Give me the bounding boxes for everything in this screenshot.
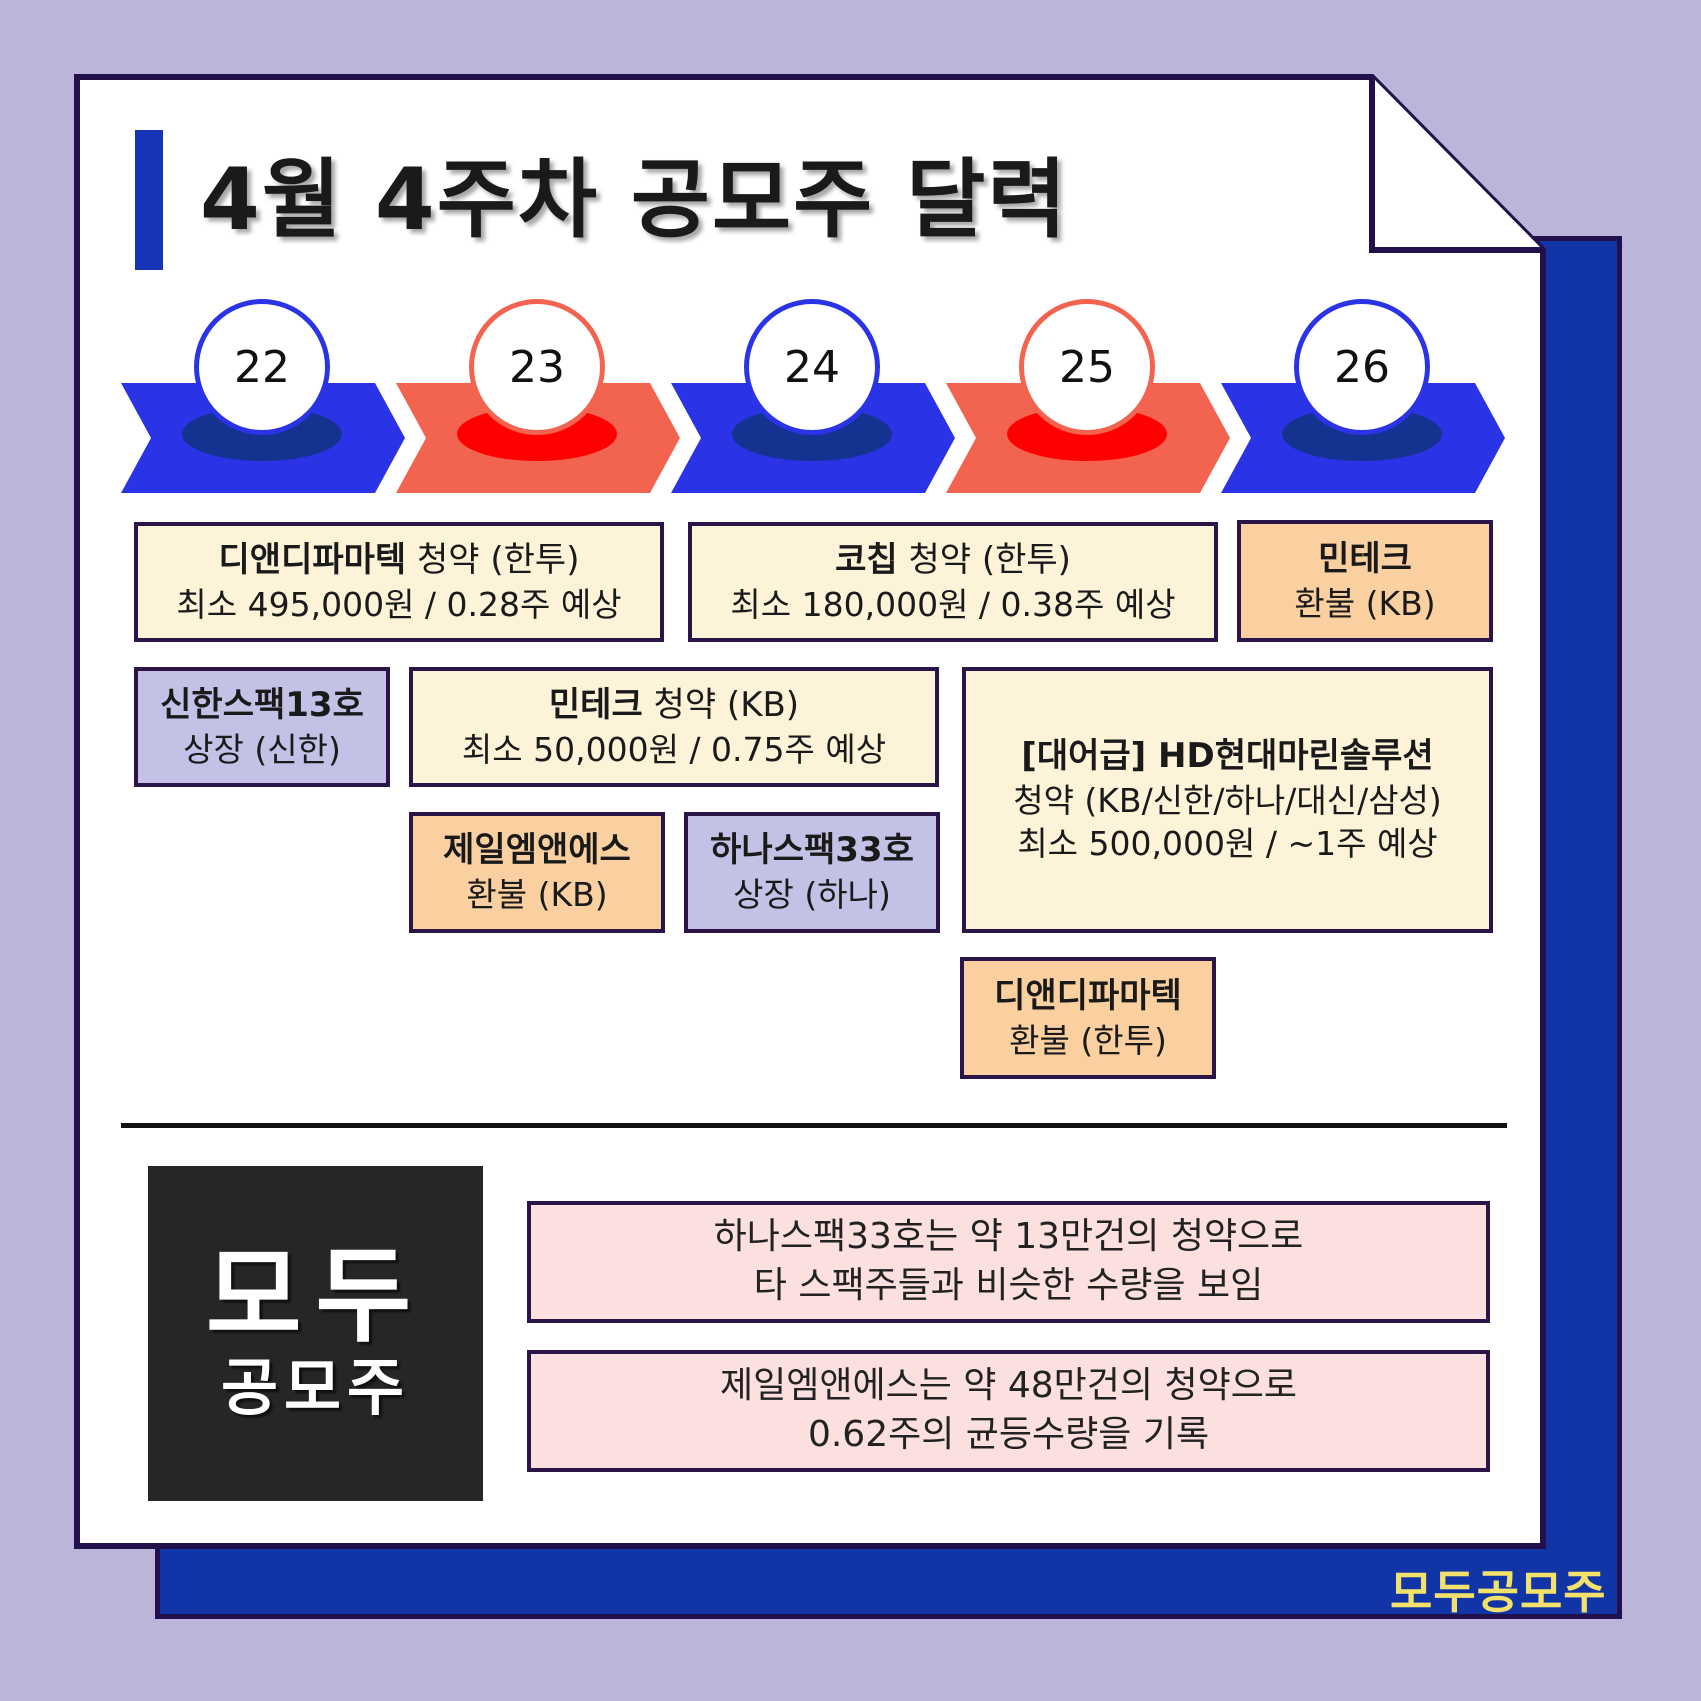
- event-type: 청약 (한투): [406, 539, 580, 580]
- note-line: 하나스팩33호는 약 13만건의 청약으로: [713, 1216, 1304, 1258]
- folded-corner: [1369, 77, 1543, 253]
- page-title: 4월 4주차 공모주 달력: [200, 150, 1069, 250]
- event-name: 코칩: [835, 539, 898, 580]
- event-detail: 환불 (KB): [466, 875, 608, 915]
- event-shinhan-spac-listing: 신한스팩13호 상장 (신한): [134, 667, 390, 787]
- event-detail: 최소 500,000원 / ~1주 예상: [1017, 824, 1438, 864]
- day-circle-3: 24: [744, 299, 880, 435]
- brand-watermark: 모두공모주: [1390, 1565, 1607, 1619]
- event-jeil-refund: 제일엠앤에스 환불 (KB): [409, 812, 665, 933]
- event-name: 민테크: [1318, 538, 1412, 579]
- event-detail: 최소 180,000원 / 0.38주 예상: [730, 584, 1176, 624]
- title-accent-bar: [135, 130, 163, 270]
- section-divider: [121, 1123, 1507, 1128]
- event-detail: 최소 50,000원 / 0.75주 예상: [461, 729, 887, 769]
- note-line: 제일엠앤에스는 약 48만건의 청약으로: [720, 1365, 1297, 1407]
- event-name: 디앤디파마텍: [218, 539, 407, 580]
- day-circle-4: 25: [1019, 299, 1155, 435]
- logo: 모두 공모주: [148, 1166, 483, 1501]
- day-circle-2: 23: [469, 299, 605, 435]
- event-detail: 상장 (하나): [733, 875, 891, 915]
- logo-text-sub: 공모주: [220, 1350, 411, 1424]
- event-hd-hyundai-subscription: [대어급] HD현대마린솔루션 청약 (KB/신한/하나/대신/삼성) 최소 5…: [962, 667, 1493, 933]
- event-name: 제일엠앤에스: [443, 830, 631, 871]
- event-type: 청약 (한투): [897, 539, 1071, 580]
- timeline-chevrons: [121, 383, 1505, 493]
- event-detail: 최소 495,000원 / 0.28주 예상: [176, 584, 622, 624]
- event-detail: 환불 (KB): [1294, 583, 1436, 623]
- event-dnd-refund: 디앤디파마텍 환불 (한투): [960, 957, 1216, 1079]
- event-kochip-subscription: 코칩 청약 (한투) 최소 180,000원 / 0.38주 예상: [688, 522, 1218, 642]
- event-name: 신한스팩13호: [160, 684, 364, 725]
- event-type: 청약 (KB): [642, 684, 800, 725]
- event-dnd-subscription: 디앤디파마텍 청약 (한투) 최소 495,000원 / 0.28주 예상: [134, 522, 664, 642]
- note-line: 0.62주의 균등수량을 기록: [807, 1414, 1210, 1455]
- event-detail: 상장 (신한): [183, 729, 341, 769]
- note-line: 타 스팩주들과 비슷한 수량을 보임: [753, 1265, 1264, 1306]
- event-name: 민테크: [548, 684, 643, 725]
- event-name: [대어급] HD현대마린솔루션: [1021, 736, 1434, 777]
- event-mintech-refund: 민테크 환불 (KB): [1237, 520, 1493, 642]
- day-circle-1: 22: [194, 299, 330, 435]
- event-hana-spac-listing: 하나스팩33호 상장 (하나): [684, 812, 940, 933]
- event-mintech-subscription: 민테크 청약 (KB) 최소 50,000원 / 0.75주 예상: [409, 667, 939, 787]
- event-name: 디앤디파마텍: [994, 975, 1182, 1016]
- note-hana-spac: 하나스팩33호는 약 13만건의 청약으로 타 스팩주들과 비슷한 수량을 보임: [527, 1201, 1490, 1323]
- event-name: 하나스팩33호: [710, 830, 914, 871]
- day-circle-5: 26: [1294, 299, 1430, 435]
- event-detail: 환불 (한투): [1009, 1020, 1167, 1060]
- event-brokers: 청약 (KB/신한/하나/대신/삼성): [1013, 780, 1442, 820]
- logo-text-main: 모두: [205, 1234, 426, 1357]
- note-jeil: 제일엠앤에스는 약 48만건의 청약으로 0.62주의 균등수량을 기록: [527, 1350, 1490, 1472]
